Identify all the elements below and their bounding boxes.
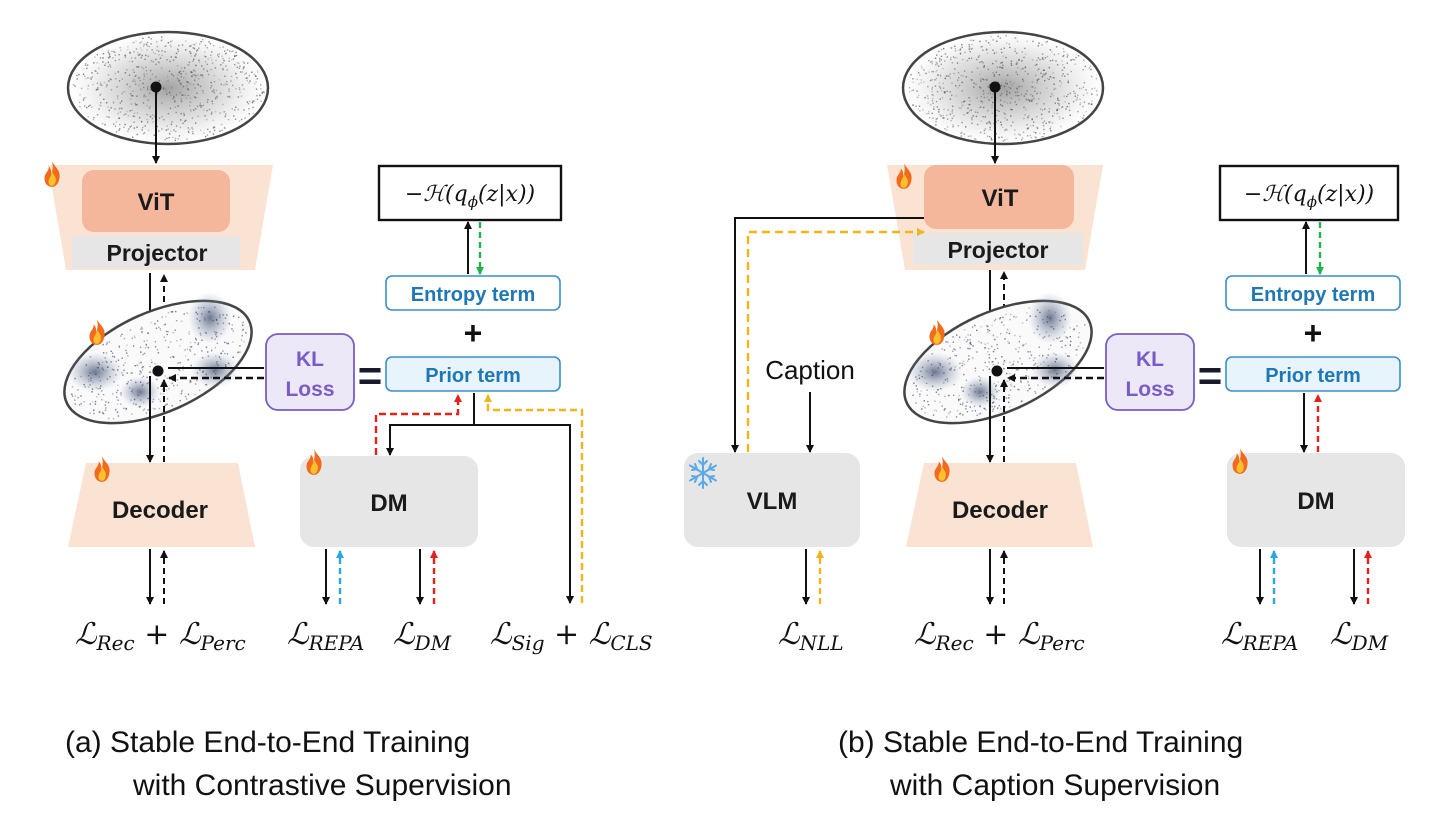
plus-sign: + [464,315,483,351]
kl-loss-box: KL Loss [1105,333,1195,411]
dm-box: DM [1227,448,1405,547]
latent-cloud-top [901,30,1105,146]
flame-icon [44,161,60,187]
svg-text:−ℋ(qϕ(z|x)): −ℋ(qϕ(z|x)) [405,182,535,211]
loss-dm: ℒDM [1330,617,1389,655]
latent-distribution [903,292,1093,425]
entropy-expression: −ℋ(qϕ(z|x)) [1218,164,1400,222]
svg-text:Prior term: Prior term [1265,365,1361,387]
flame-icon [89,319,105,345]
plus-sign: + [1304,315,1323,351]
loss-rec-perc: ℒRec + ℒPerc [914,617,1085,655]
prior-term-box: Prior term [385,356,561,392]
entropy-expression: −ℋ(qϕ(z|x)) [377,164,563,222]
svg-text:VLM: VLM [747,488,798,515]
flame-icon [1232,448,1248,474]
loss-repa: ℒREPA [287,617,364,655]
loss-dm: ℒDM [393,617,452,655]
entropy-term-box: Entropy term [1225,275,1401,311]
decoder-label: Decoder [952,497,1048,524]
latent-cloud-top [66,30,270,146]
dm-box: DM [300,449,478,547]
vit-label: ViT [982,185,1019,212]
vlm-box: VLM [684,453,860,547]
loss-rec-perc: ℒRec + ℒPerc [75,617,246,655]
caption-input-label: Caption [765,355,855,385]
kl-label-line2: Loss [285,378,334,401]
projector-box [72,236,240,268]
panel-b: ViT Projector Caption VLM [684,30,1405,802]
loss-nll: ℒNLL [778,617,844,655]
svg-text:Entropy term: Entropy term [1251,284,1375,306]
arrow-prior-to-dm [386,424,474,456]
vit-label: ViT [138,189,175,216]
flame-icon [306,449,322,475]
caption-a-line2: with Contrastive Supervision [132,769,512,802]
grad-dm-to-prior [374,394,462,455]
grad-sig-cls-to-prior [484,394,584,603]
kl-label-line1: KL [1136,348,1164,371]
prior-term-box: Prior term [1225,356,1401,392]
caption-a-line1: (a) Stable End-to-End Training [65,726,470,759]
svg-text:−ℋ(qϕ(z|x)): −ℋ(qϕ(z|x)) [1244,182,1374,211]
speckle-layer [72,36,265,142]
svg-text:Entropy term: Entropy term [411,284,535,306]
speckle-layer [71,306,247,420]
speckle-layer [908,35,1098,142]
encoder-block: ViT Projector [44,161,273,270]
arrow-prior-to-sig-cls [474,424,574,604]
caption-b-line1: (b) Stable End-to-End Training [838,726,1243,759]
decoder-block: Decoder [906,456,1093,547]
svg-text:DM: DM [1297,488,1334,515]
panel-a: ViT Projector Decoder ℒRec + [44,30,653,802]
flame-icon [929,319,945,345]
projector-label: Projector [948,237,1049,263]
encoder-block: ViT Projector [887,163,1103,270]
equals-sign: = [1198,352,1223,399]
projector-box [913,233,1083,265]
svg-text:Prior term: Prior term [425,365,521,387]
kl-loss-box: KL Loss [265,333,355,411]
latent-distribution [63,292,253,425]
caption-b-line2: with Caption Supervision [889,769,1220,802]
vit-box [924,165,1074,229]
flame-icon [94,456,110,482]
svg-text:DM: DM [370,490,407,517]
snowflake-icon [689,457,717,489]
decoder-label: Decoder [112,497,208,524]
grad-vlm-to-vit [746,228,925,452]
projector-label: Projector [107,240,208,266]
decoder-block: Decoder [68,456,255,547]
vit-box [82,170,230,232]
kl-label-line2: Loss [1125,378,1174,401]
loss-sig-cls: ℒSig + ℒCLS [490,617,653,655]
loss-repa: ℒREPA [1221,617,1298,655]
kl-label-line1: KL [296,348,324,371]
equals-sign: = [358,352,383,399]
flame-icon [934,456,950,482]
entropy-term-box: Entropy term [385,275,561,311]
arrow-vit-to-vlm [731,217,924,453]
